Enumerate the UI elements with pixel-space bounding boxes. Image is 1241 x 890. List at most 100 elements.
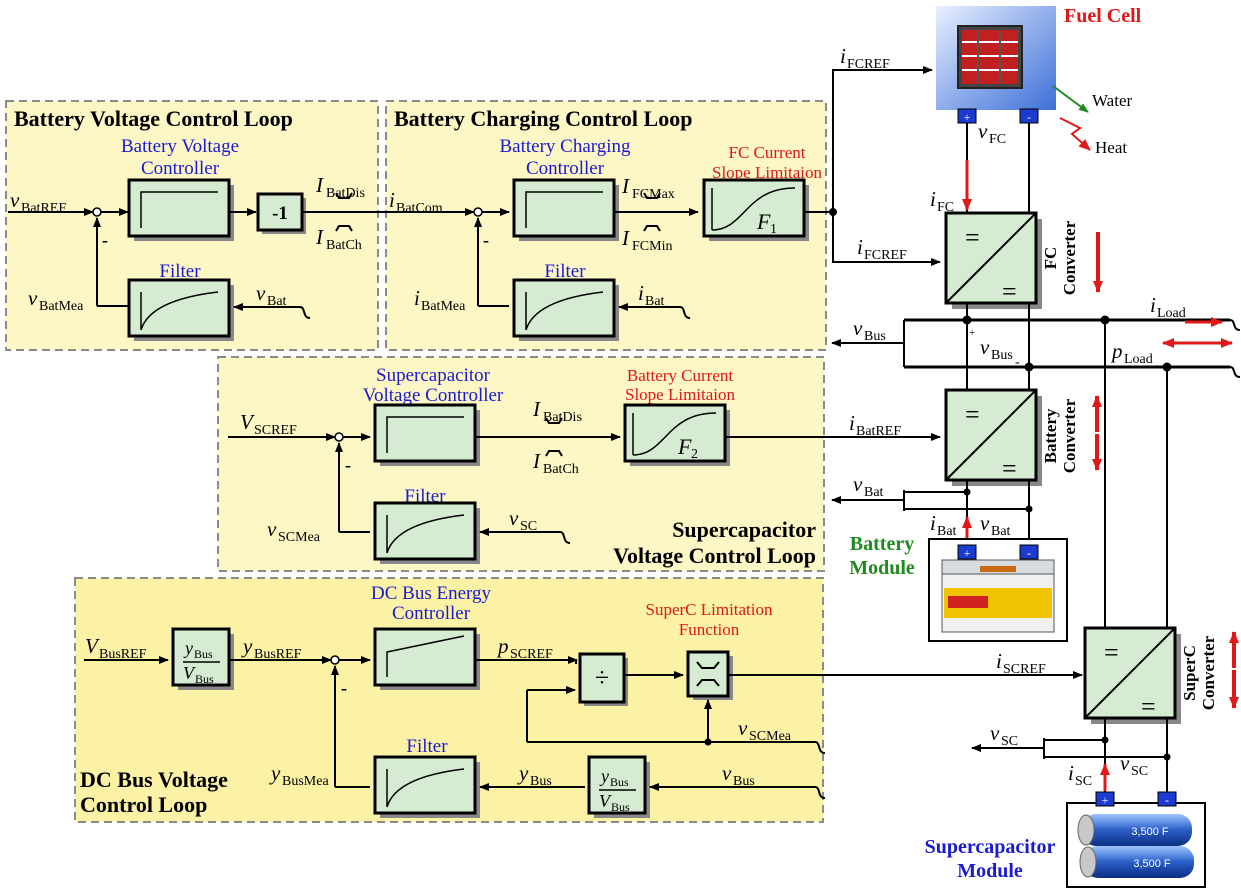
water-arrow-icon bbox=[1053, 86, 1088, 112]
supercap-module-label-1: Supercapacitor bbox=[925, 836, 1056, 858]
svg-text:Bus: Bus bbox=[194, 647, 213, 661]
svg-text:i: i bbox=[849, 411, 855, 435]
svg-text:I: I bbox=[315, 225, 324, 249]
supercap-filter-block bbox=[375, 503, 475, 559]
svg-text:FCREF: FCREF bbox=[864, 248, 907, 263]
svg-text:v: v bbox=[738, 716, 748, 740]
sc-conv-eq-top: = bbox=[1104, 638, 1119, 667]
battery-module-label-2: Module bbox=[849, 557, 915, 579]
svg-text:y: y bbox=[517, 761, 529, 785]
svg-text:BatCh: BatCh bbox=[543, 462, 579, 477]
bus-minus-sign: - bbox=[1015, 355, 1020, 370]
svg-text:v: v bbox=[28, 286, 38, 310]
svg-text:Bus: Bus bbox=[610, 775, 629, 789]
dc-energy-label-1: DC Bus Energy bbox=[371, 583, 491, 604]
fc-conv-eq-bottom: = bbox=[1002, 277, 1017, 306]
superc-converter-label-2: Converter bbox=[1199, 635, 1218, 710]
v-bat-label-3: v Bat bbox=[980, 511, 1011, 539]
svg-text:SC: SC bbox=[520, 519, 537, 534]
svg-text:BatDis: BatDis bbox=[543, 410, 582, 425]
svg-text:p: p bbox=[1110, 339, 1123, 363]
supercap-plus-sign: + bbox=[1102, 793, 1109, 807]
minus-sign-2: - bbox=[483, 230, 489, 250]
svg-text:BusMea: BusMea bbox=[282, 774, 329, 789]
svg-text:y: y bbox=[599, 766, 609, 786]
svg-text:Bat: Bat bbox=[267, 294, 287, 309]
i-fc-label: i FC bbox=[930, 187, 954, 215]
svg-text:Bat: Bat bbox=[864, 485, 884, 500]
svg-text:v: v bbox=[853, 316, 863, 340]
svg-text:I: I bbox=[532, 449, 541, 473]
svg-text:Bat: Bat bbox=[645, 294, 665, 309]
bat-slope-label-2: Slope Limitaion bbox=[625, 385, 736, 404]
sc-volt-ctrl-label-1: Supercapacitor bbox=[376, 365, 491, 386]
svg-text:v: v bbox=[990, 721, 1000, 745]
supercap-loop-title-1: Supercapacitor bbox=[672, 517, 816, 542]
i-bat-label-2: i Bat bbox=[930, 511, 957, 539]
svg-text:v: v bbox=[10, 188, 20, 212]
supercap-minus-sign: - bbox=[1165, 793, 1169, 807]
bat-conv-eq-bottom: = bbox=[1002, 454, 1017, 483]
svg-text:BatDis: BatDis bbox=[326, 186, 365, 201]
p-load-label: p Load bbox=[1110, 339, 1153, 367]
fc-slope-label-1: FC Current bbox=[729, 143, 806, 162]
svg-text:Load: Load bbox=[1124, 352, 1153, 367]
v-bat-label-2: v Bat bbox=[853, 472, 884, 500]
svg-text:i: i bbox=[389, 188, 395, 212]
superc-limitation-block bbox=[688, 652, 728, 696]
svg-text:Bus: Bus bbox=[611, 800, 630, 814]
svg-text:BusREF: BusREF bbox=[254, 647, 302, 662]
v-bus-label-1: v Bus bbox=[853, 316, 886, 344]
svg-text:I: I bbox=[621, 174, 630, 198]
superc-lim-label-2: Function bbox=[679, 620, 740, 639]
svg-text:y: y bbox=[183, 638, 193, 658]
superc-lim-label-1: SuperC Limitation bbox=[645, 600, 773, 619]
svg-text:i: i bbox=[1150, 293, 1156, 317]
i-batref-label: i BatREF bbox=[849, 411, 901, 439]
water-label: Water bbox=[1092, 91, 1132, 110]
svg-text:Bus: Bus bbox=[530, 774, 552, 789]
v-sc-label-2: v SC bbox=[990, 721, 1018, 749]
negate-label: -1 bbox=[272, 203, 288, 224]
svg-text:I: I bbox=[621, 226, 630, 250]
svg-text:2: 2 bbox=[691, 447, 698, 462]
battery-voltage-filter-block bbox=[129, 280, 229, 336]
divide-label: ÷ bbox=[595, 663, 609, 692]
svg-text:v: v bbox=[980, 511, 990, 535]
svg-text:Bat: Bat bbox=[937, 524, 957, 539]
svg-text:FCMin: FCMin bbox=[632, 239, 672, 254]
svg-text:Bus: Bus bbox=[195, 672, 214, 686]
sum-junction-1 bbox=[93, 208, 101, 216]
svg-text:v: v bbox=[978, 119, 988, 143]
fc-minus-sign: - bbox=[1027, 110, 1031, 124]
svg-text:V: V bbox=[85, 634, 100, 658]
superc-converter-label-1: SuperC bbox=[1180, 645, 1199, 701]
i-load-label: i Load bbox=[1150, 293, 1186, 321]
svg-text:3,500 F: 3,500 F bbox=[1131, 826, 1169, 838]
i-scref-label: i SCREF bbox=[996, 649, 1046, 677]
svg-text:FCREF: FCREF bbox=[847, 57, 890, 72]
i-sc-label: i SC bbox=[1068, 761, 1092, 789]
svg-text:FC: FC bbox=[989, 132, 1006, 147]
battery-charging-loop-title: Battery Charging Control Loop bbox=[394, 106, 692, 131]
sc-volt-ctrl-label-2: Voltage Controller bbox=[363, 385, 504, 406]
battery-converter-label-2: Converter bbox=[1060, 398, 1079, 473]
svg-text:I: I bbox=[532, 397, 541, 421]
battery-plus-sign: + bbox=[964, 546, 971, 560]
svg-text:v: v bbox=[509, 506, 519, 530]
svg-text:BatCom: BatCom bbox=[396, 201, 443, 216]
svg-text:i: i bbox=[930, 511, 936, 535]
dc-bus-loop-title-1: DC Bus Voltage bbox=[80, 767, 228, 792]
bus-plus-sign: + bbox=[969, 327, 975, 339]
bat-chg-ctrl-label-1: Battery Charging bbox=[499, 136, 631, 157]
svg-text:F: F bbox=[756, 209, 771, 234]
supercap-module-label-2: Module bbox=[957, 860, 1023, 882]
fc-converter-label-2: Converter bbox=[1060, 220, 1079, 295]
battery-voltage-loop-title: Battery Voltage Control Loop bbox=[14, 106, 293, 131]
heat-arrow-icon bbox=[1060, 118, 1090, 150]
svg-text:Bus: Bus bbox=[733, 774, 755, 789]
fc-plus-sign: + bbox=[964, 110, 971, 124]
svg-text:SCMea: SCMea bbox=[278, 530, 321, 545]
bat-chg-ctrl-label-2: Controller bbox=[526, 158, 605, 179]
